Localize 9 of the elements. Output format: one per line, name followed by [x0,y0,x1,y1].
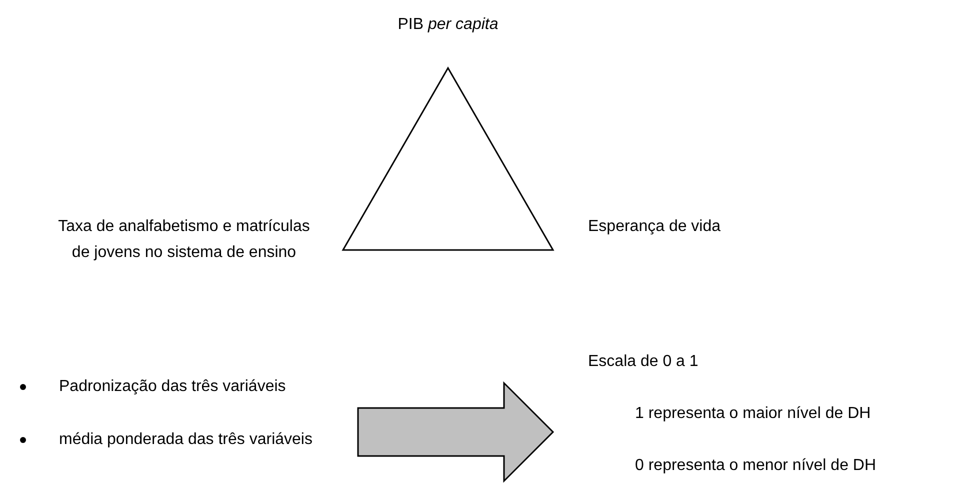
block-arrow [357,381,554,483]
bullet-text: média ponderada das três variáveis [59,431,312,448]
note-text: 0 representa o menor nível de DH [635,457,876,474]
heading-text: Escala de 0 a 1 [588,353,698,370]
corner-label: Taxa de analfabetismo e matrículas de jovens no sistema de ensino [57,217,311,263]
note-text: 1 representa o maior nível de DH [635,405,871,422]
corner-label: Esperança de vida [588,217,722,237]
corner-label: PIB per capita [396,15,500,35]
bullet-text: Padronização das três variáveis [59,378,286,395]
